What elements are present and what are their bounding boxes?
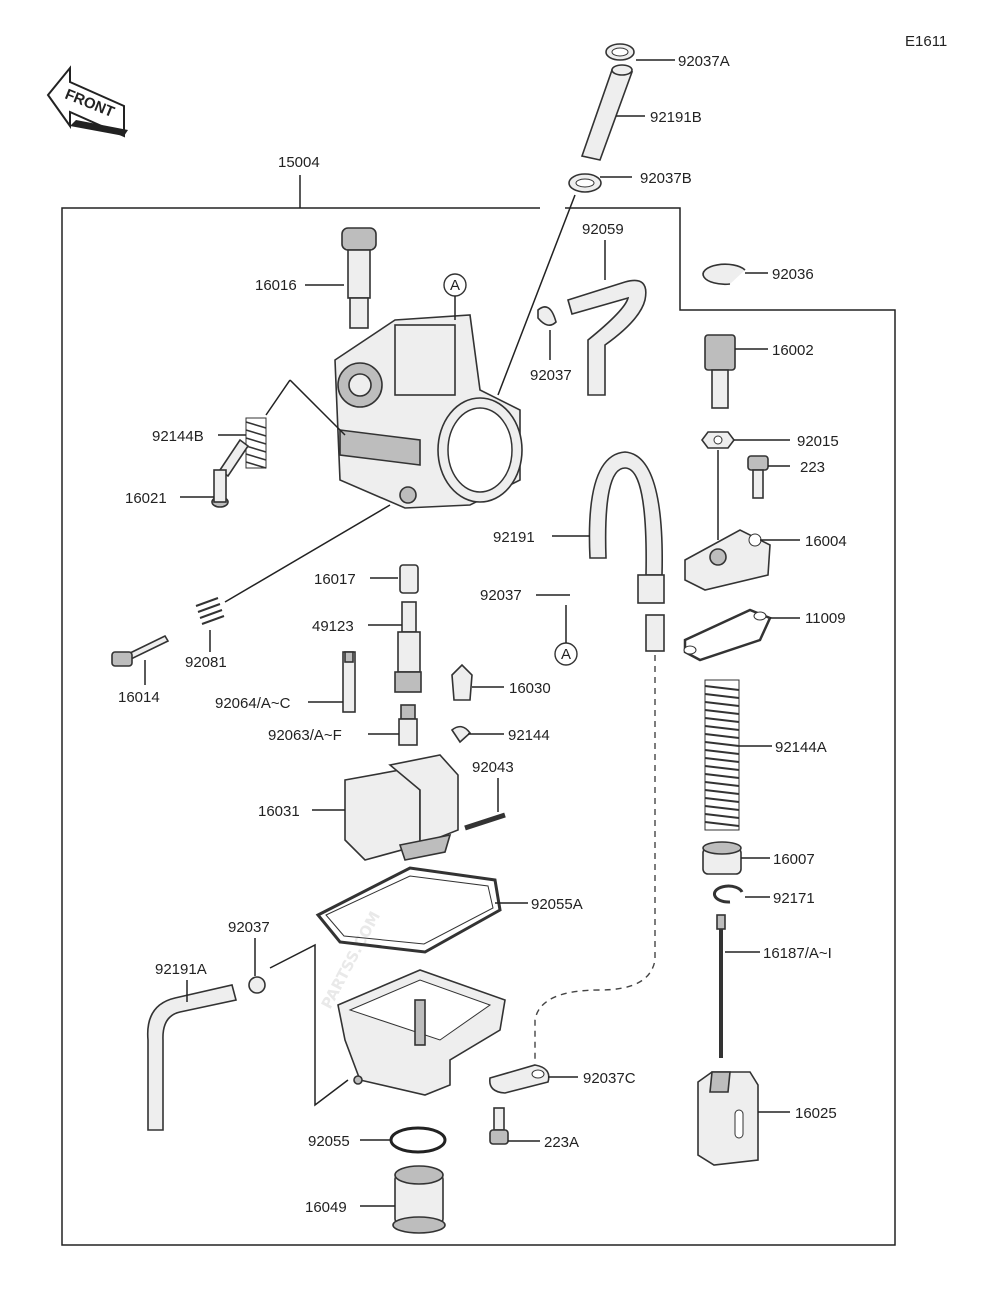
label-92064: 92064/A~C (215, 695, 291, 712)
label-92191A: 92191A (155, 961, 207, 978)
part-labels: 15004 92037A 92191B 92037B 92059 92036 1… (118, 53, 847, 1216)
part-11009 (683, 608, 772, 662)
label-16030: 16030 (509, 680, 551, 697)
label-92036: 92036 (772, 266, 814, 283)
part-float-bowl (337, 969, 506, 1096)
part-92191 (588, 451, 665, 652)
label-92015: 92015 (797, 433, 839, 450)
label-92037: 92037 (530, 367, 572, 384)
part-49123 (394, 601, 422, 693)
part-92144B (245, 417, 267, 469)
label-16187: 16187/A~I (763, 945, 832, 962)
part-92036 (702, 263, 746, 286)
assembly-frame (61, 175, 896, 1246)
part-92171 (712, 884, 744, 904)
part-16007 (702, 841, 742, 875)
label-92144A: 92144A (775, 739, 827, 756)
leader-lines (144, 59, 800, 1207)
label-92144B: 92144B (152, 428, 204, 445)
part-16017 (399, 564, 419, 594)
label-16017: 16017 (314, 571, 356, 588)
label-92055: 92055 (308, 1133, 350, 1150)
label-223A: 223A (544, 1134, 579, 1151)
part-92037-lower (248, 976, 266, 994)
label-92191: 92191 (493, 529, 535, 546)
part-92037A (605, 43, 635, 61)
label-15004: 15004 (278, 154, 320, 171)
part-92144 (450, 725, 472, 744)
part-15004-carburetor-body (334, 314, 523, 509)
part-223A (489, 1107, 509, 1145)
callout-a-top: A (443, 273, 467, 320)
part-92191B (580, 64, 634, 161)
part-92055 (389, 1126, 447, 1154)
part-92191A (146, 984, 237, 1131)
label-16016: 16016 (255, 277, 297, 294)
svg-text:A: A (561, 646, 571, 663)
part-16049 (392, 1165, 446, 1234)
part-92043 (464, 812, 506, 831)
part-16004 (684, 529, 771, 591)
label-16002: 16002 (772, 342, 814, 359)
label-92144: 92144 (508, 727, 550, 744)
label-16007: 16007 (773, 851, 815, 868)
label-92037-3: 92037 (228, 919, 270, 936)
label-11009: 11009 (805, 610, 846, 627)
label-16004: 16004 (805, 533, 847, 550)
part-16187 (716, 914, 726, 1058)
diagram-code: E1611 (905, 33, 947, 50)
part-16031 (344, 754, 459, 861)
label-92043: 92043 (472, 759, 514, 776)
part-92144A (704, 679, 740, 831)
part-92015 (701, 431, 735, 449)
label-92191B: 92191B (650, 109, 702, 126)
label-92037C: 92037C (583, 1070, 636, 1087)
part-16030 (451, 663, 473, 701)
part-92037-small (537, 306, 557, 326)
part-92059 (567, 279, 647, 396)
label-92171: 92171 (773, 890, 815, 907)
label-92063: 92063/A~F (268, 727, 342, 744)
part-16016 (341, 227, 377, 329)
part-92081 (195, 597, 225, 625)
label-92055A: 92055A (531, 896, 583, 913)
part-92063 (398, 704, 418, 746)
label-92037-2: 92037 (480, 587, 522, 604)
svg-text:A: A (450, 277, 460, 294)
label-92037B: 92037B (640, 170, 692, 187)
label-92081: 92081 (185, 654, 227, 671)
label-16014: 16014 (118, 689, 160, 706)
label-16049: 16049 (305, 1199, 347, 1216)
part-16014 (111, 634, 170, 667)
front-arrow-icon: FRONT (46, 65, 128, 138)
part-92037B (568, 173, 602, 193)
part-16002 (704, 334, 736, 409)
label-92059: 92059 (582, 221, 624, 238)
part-16025 (697, 1071, 759, 1166)
part-92037C (488, 1064, 550, 1094)
callout-a-bottom: A (554, 605, 578, 666)
label-16025: 16025 (795, 1105, 837, 1122)
label-49123: 49123 (312, 618, 354, 635)
label-16031: 16031 (258, 803, 300, 820)
part-16021 (211, 438, 250, 508)
part-92064 (342, 651, 356, 713)
label-16021: 16021 (125, 490, 167, 507)
part-92055A (315, 866, 502, 954)
part-223 (747, 455, 769, 499)
label-223: 223 (800, 459, 825, 476)
label-92037A: 92037A (678, 53, 730, 70)
